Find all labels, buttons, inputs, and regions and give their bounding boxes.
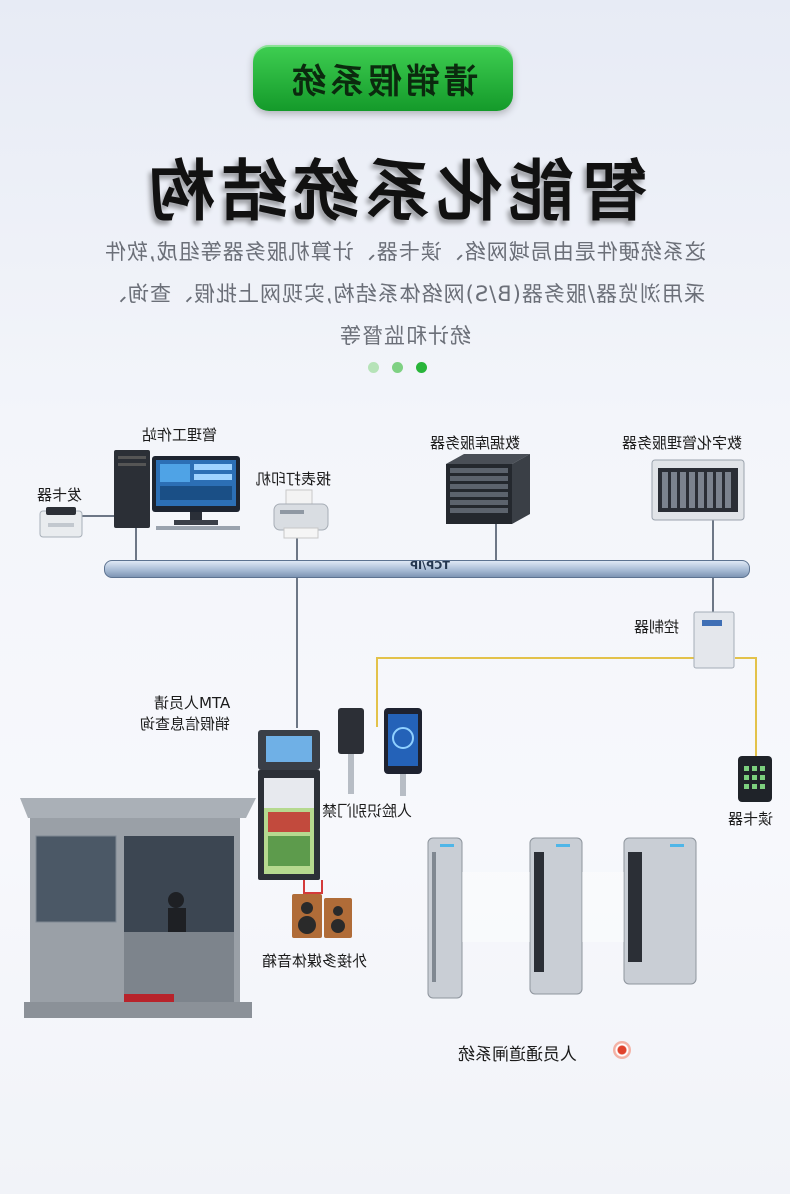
page-title: 智能化系统结构 — [143, 153, 647, 230]
turnstile-icon — [427, 837, 697, 999]
line-printer — [296, 538, 298, 562]
wire-face-drop — [376, 657, 378, 727]
description-line-3: 统计和监督等 — [339, 324, 471, 348]
atm-kiosk-icon — [258, 730, 320, 880]
line-digital-server — [712, 518, 714, 562]
digital-server-icon — [651, 459, 745, 521]
label-database-server: 数据库服务器 — [430, 434, 521, 452]
decorative-dots — [368, 362, 427, 373]
dot-1 — [368, 362, 379, 373]
printer-icon — [273, 489, 329, 539]
controller-icon — [693, 611, 735, 669]
line-controller — [712, 576, 714, 612]
face-access-icon — [338, 708, 422, 796]
speaker-icon — [292, 894, 352, 938]
wire-speaker-3 — [321, 880, 323, 894]
card-issuer-icon — [39, 507, 83, 538]
badge-text: 请销假系统 — [288, 61, 478, 102]
wire-controller-face — [376, 657, 696, 659]
dot-3 — [416, 362, 427, 373]
label-turnstile-system: 人员通道闸系统 — [458, 1045, 577, 1065]
wire-speaker-2 — [303, 892, 323, 894]
label-card-issuer: 发卡器 — [37, 486, 83, 504]
wire-controller-right — [735, 657, 757, 659]
line-card-issuer — [80, 515, 137, 517]
label-card-reader: 读卡器 — [728, 810, 774, 828]
label-digital-server: 数字化管理服务器 — [622, 434, 743, 452]
line-db-server — [495, 522, 497, 562]
label-report-printer: 报表打印机 — [256, 470, 332, 488]
database-server-icon — [446, 454, 530, 524]
description-line-2: 采用浏览器/服务器(B/S)网络体系结构,实现网上批假、查询、 — [105, 282, 705, 306]
line-workstation — [135, 528, 137, 562]
guard-booth-icon — [20, 798, 256, 1018]
wire-reader-drop — [755, 657, 757, 757]
tcpip-bus — [104, 560, 750, 578]
dot-2 — [392, 362, 403, 373]
system-badge: 请销假系统 — [253, 45, 513, 111]
tcpip-label: TCP/IP — [410, 559, 450, 572]
label-atm: ATM人员请 销假信息查询 — [140, 694, 231, 733]
workstation-icon — [114, 450, 240, 530]
label-speaker: 外接多媒体音箱 — [262, 952, 368, 970]
label-workstation: 管理工作站 — [142, 426, 218, 444]
description-line-1: 这系统硬件是由局域网络、读卡器、计算机服务器等组成,软件 — [104, 240, 706, 264]
wire-speaker-1 — [303, 880, 305, 894]
page-title-wrap: 智能化系统结构 — [0, 138, 790, 234]
label-face-access: 人脸识别门禁 — [322, 802, 413, 820]
legend-target-icon — [613, 1041, 631, 1059]
card-reader-icon — [738, 756, 772, 802]
label-controller: 控制器 — [634, 618, 680, 636]
line-atm — [296, 576, 298, 728]
